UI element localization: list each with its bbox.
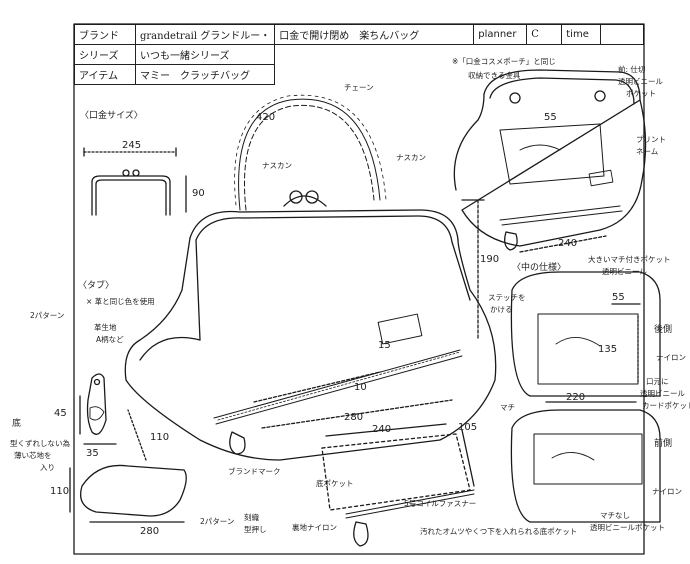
bottom-label: 底 xyxy=(12,417,21,429)
bottom-note-2: 薄い芯地を xyxy=(14,450,52,460)
tab-width-value: 35 xyxy=(86,448,99,459)
open-bag-view xyxy=(453,69,647,253)
spec-header-table: ブランド grandetrail グランドルー・ 口金で開け閉め 楽ちんバッグ … xyxy=(74,24,644,85)
h135-value: 135 xyxy=(598,344,617,355)
bottom-note-1: 型くずれしない為 xyxy=(10,438,70,448)
sheet-border xyxy=(73,23,645,555)
item-value: マミー クラッチバッグ xyxy=(134,64,276,85)
back-side-label: 後側 xyxy=(654,323,672,335)
clear-pocket-3: ポケット xyxy=(626,89,656,98)
bag-width-value: 280 xyxy=(344,412,363,423)
w220-value: 220 xyxy=(566,392,585,403)
inner-front-view xyxy=(510,401,661,523)
w55-value: 55 xyxy=(612,292,625,303)
stitch-2: かける xyxy=(490,305,513,314)
tab-option-1: × 革と同じ色を使用 xyxy=(86,296,155,306)
print-name-2: ネーム xyxy=(636,147,658,156)
stitch-1: ステッチを xyxy=(488,293,526,302)
mesh-2: 透明ビニールポケット xyxy=(590,523,665,532)
pocket-width-value: 240 xyxy=(372,424,391,435)
chain-handle xyxy=(238,98,381,211)
bottom-note-3: 入り xyxy=(40,463,55,472)
bottom-width-value: 280 xyxy=(140,526,159,537)
bag-height-value: 190 xyxy=(480,254,499,265)
pattern2-label: 2パターン xyxy=(200,517,234,526)
tab-height-value: 45 xyxy=(54,408,67,419)
card-3: カードポケット xyxy=(642,401,690,410)
front-side-label: 前側 xyxy=(654,437,672,449)
main-bag xyxy=(124,190,497,461)
annotations: 〈口金サイズ〉 245 90 チェーン 420 ナスカン ナスカン 190 15… xyxy=(10,56,690,537)
sheet-title: 口金で開け閉め 楽ちんバッグ xyxy=(274,24,475,45)
bottom-pocket-note: 汚れたオムツやくつ下を入れられる底ポケット xyxy=(420,526,577,536)
zip-length-value: 240 xyxy=(558,238,577,249)
brand-mark-label: ブランドマーク xyxy=(228,466,281,476)
time-value xyxy=(600,24,644,45)
clasp-size-label: 〈口金サイズ〉 xyxy=(80,109,143,121)
tab-patterns-label: 2パターン xyxy=(30,311,64,320)
bottom-pocket-label: 底ポケット xyxy=(316,478,354,488)
logo-tab-value: 15 xyxy=(378,340,391,351)
clear-pocket-1: 前: 仕切 xyxy=(618,64,646,74)
print-name-1: プリント xyxy=(636,135,666,144)
chain-label: チェーン xyxy=(344,83,374,92)
card-1: 口元に xyxy=(646,377,669,386)
nasukan-right-label: ナスカン xyxy=(396,153,426,162)
depth-value: 110 xyxy=(150,432,169,443)
inner-width-value: 55 xyxy=(544,112,557,123)
chain-length-value: 420 xyxy=(256,112,275,123)
inner-spec-label: 〈中の仕様〉 xyxy=(512,261,566,273)
card-2: 透明ビニール xyxy=(640,389,685,398)
nylon-2-label: ナイロン xyxy=(652,487,682,496)
tab-option-2b: A柄など xyxy=(96,334,124,344)
pocket-height-value: 105 xyxy=(458,422,477,433)
clasp-detail xyxy=(83,147,187,216)
tab-detail xyxy=(79,373,117,445)
nylon-label: ナイロン xyxy=(656,353,686,362)
pocket-note-1: ※「口金コスメポーチ」と同じ xyxy=(452,56,556,66)
clasp-height-value: 90 xyxy=(192,188,205,199)
emboss-label: 刻織 xyxy=(244,512,259,522)
clasp-width-value: 245 xyxy=(122,140,141,151)
bottom-panel xyxy=(69,464,187,523)
planner-label: planner xyxy=(473,24,528,45)
tab-option-2: 革生地 xyxy=(94,322,117,332)
nasukan-left-label: ナスカン xyxy=(262,161,292,170)
bottom-height-value: 110 xyxy=(50,486,69,497)
big-pocket-1: 大きいマチ付きポケット xyxy=(588,254,671,264)
time-label: time xyxy=(561,24,602,45)
machi-label: マチ xyxy=(500,403,515,412)
zip-gap-value: 10 xyxy=(354,382,367,393)
clear-pocket-2: 透明ビニール xyxy=(618,77,663,86)
pocket-note-2: 収納できる金具 xyxy=(468,70,521,80)
inner-nylon-label: 裏地ナイロン xyxy=(292,522,337,532)
emboss-label-2: 型押し xyxy=(244,524,267,534)
coil-zip-label: 5号コイルファスナー xyxy=(404,499,476,508)
big-pocket-2: 透明ビニール xyxy=(602,267,647,276)
inner-back-view xyxy=(510,271,661,397)
tab-section-label: 〈タブ〉 xyxy=(78,279,114,291)
mesh-1: マチなし xyxy=(600,511,630,520)
bottom-pocket-view xyxy=(321,423,475,547)
